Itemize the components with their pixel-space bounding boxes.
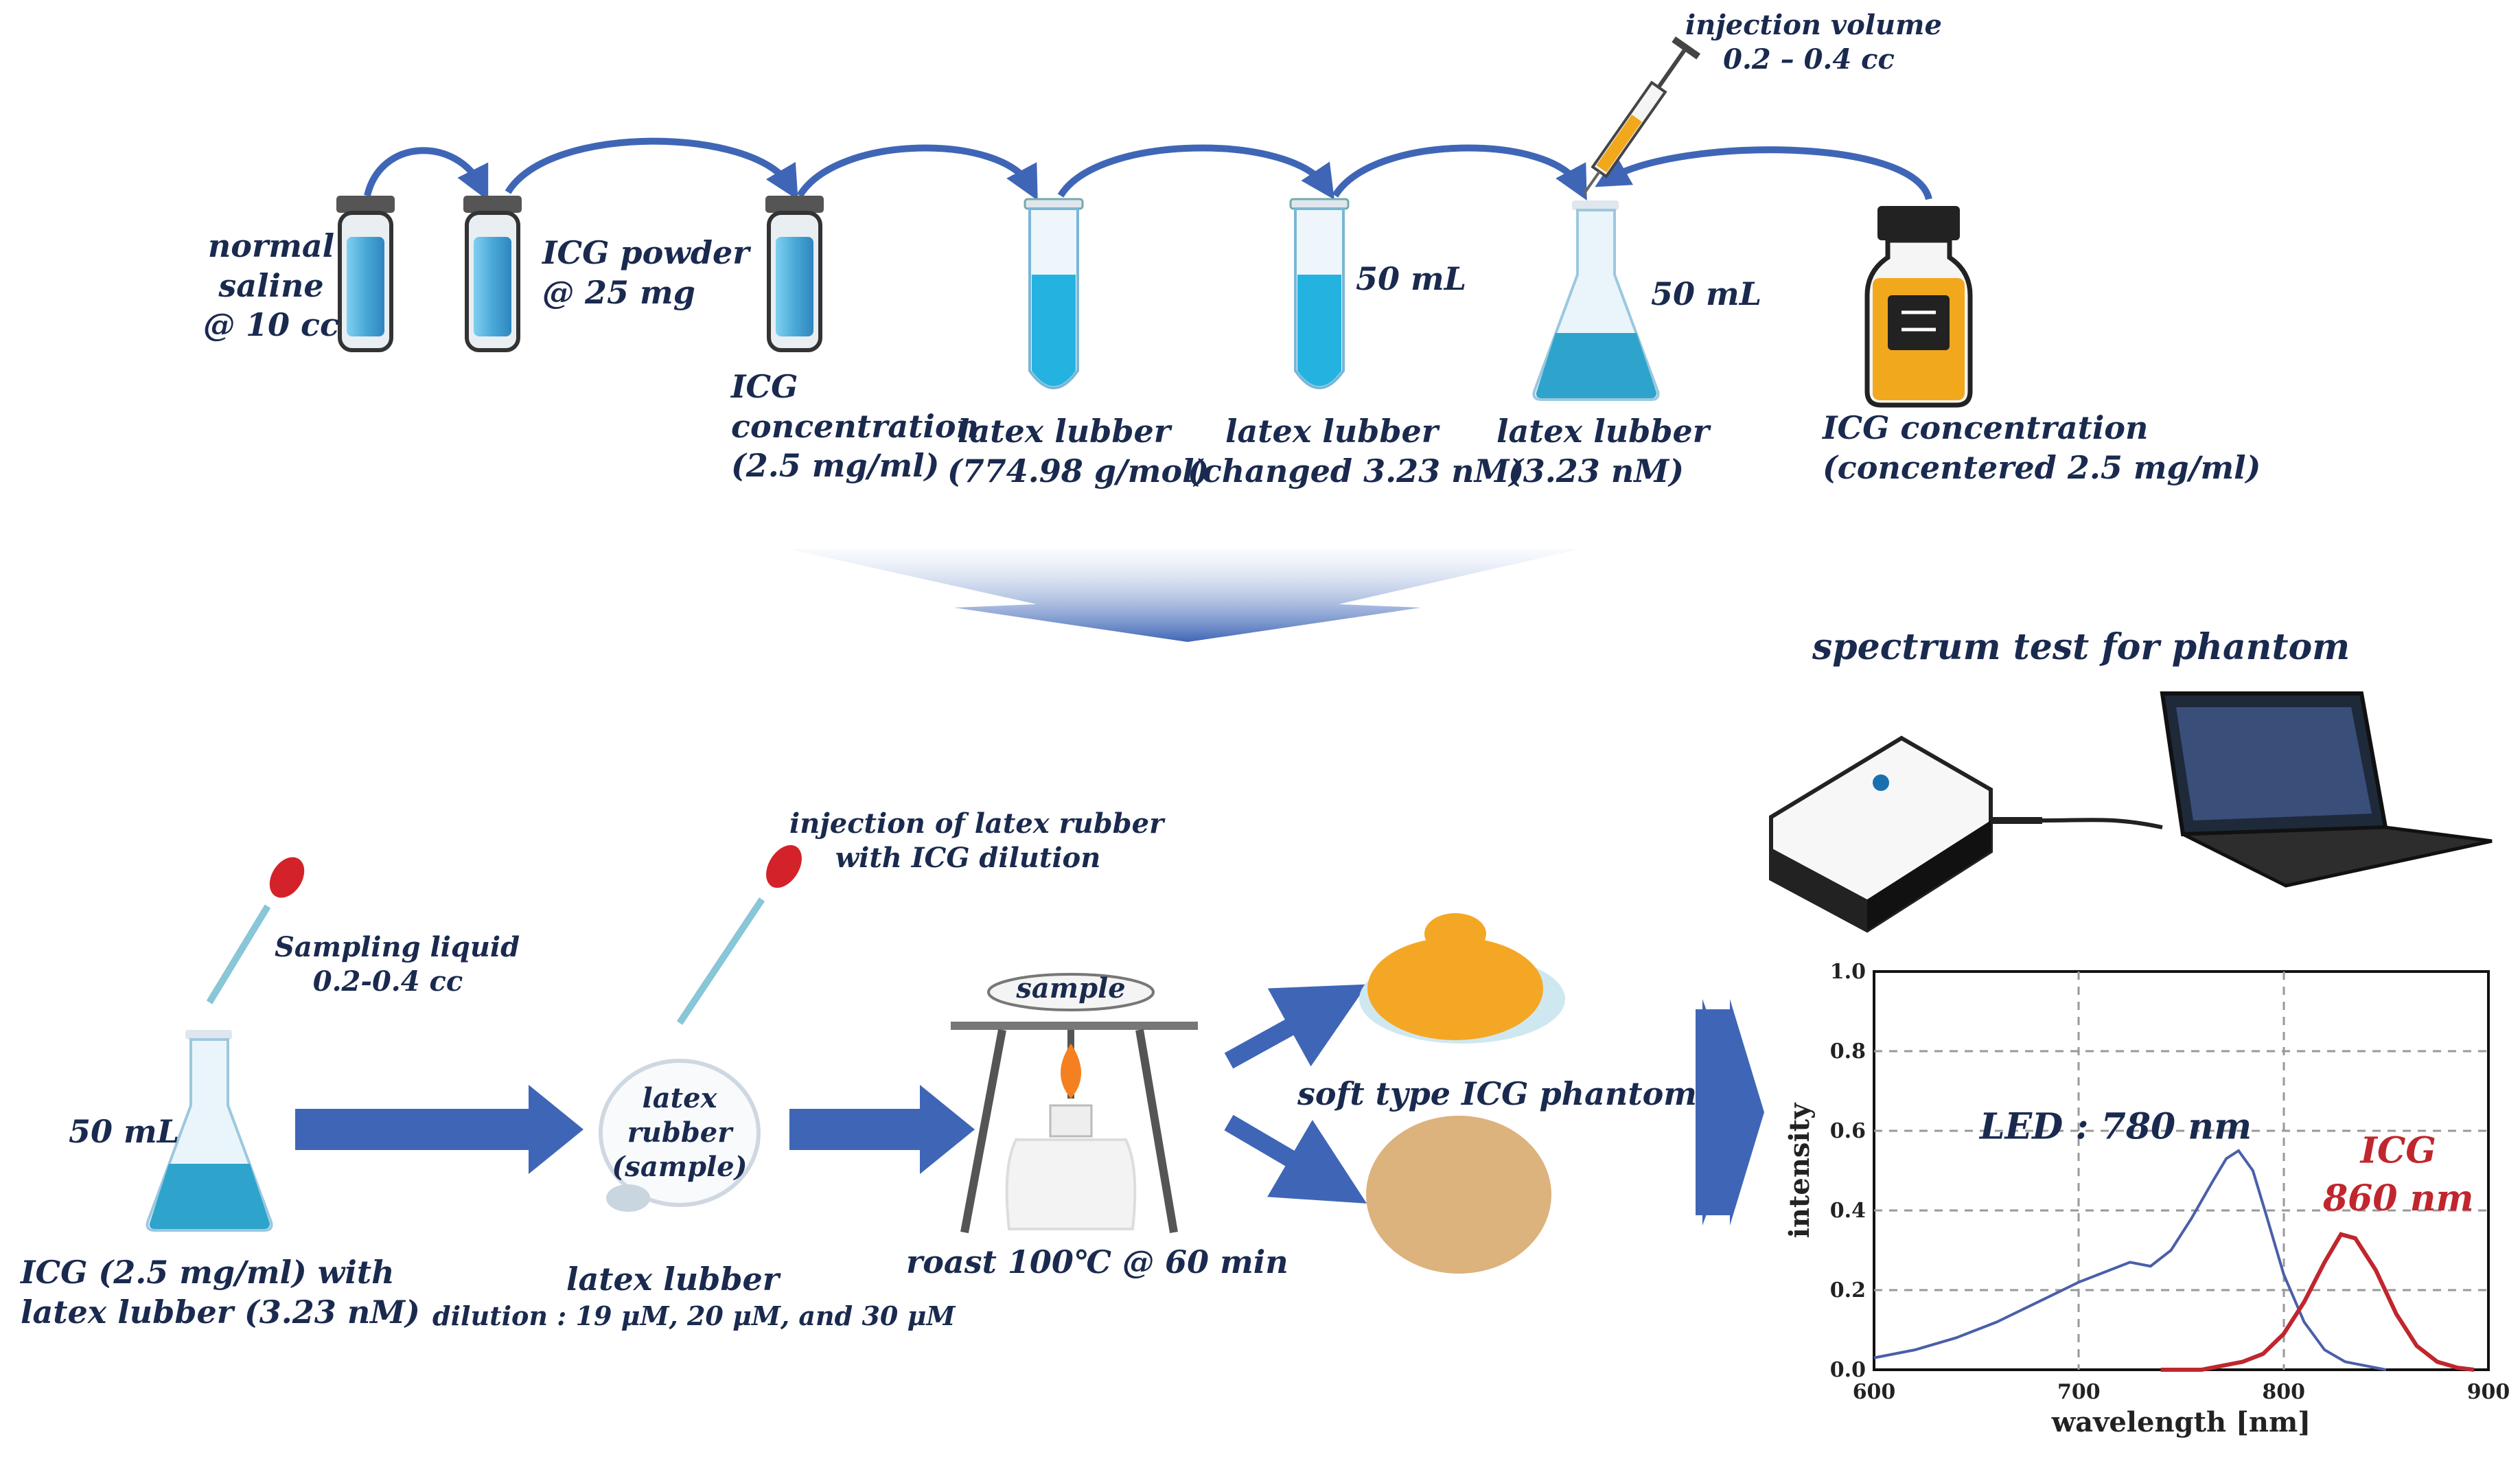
syringe-line1: injection volume bbox=[1685, 9, 1942, 41]
test-tube-2 bbox=[1289, 198, 1350, 389]
label-vial-saline: normal saline @ 10 cc bbox=[192, 227, 350, 345]
injection-line1: injection of latex rubber bbox=[789, 807, 1164, 840]
series-line-1 bbox=[2160, 1232, 2475, 1372]
tube1-line1: latex lubber bbox=[958, 413, 1170, 450]
label-icg-bottle: ICG concentration (concentered 2.5 mg/ml… bbox=[1823, 409, 2261, 487]
label-flask-top: latex lubber (3.23 nM) bbox=[1496, 412, 1709, 491]
vial-icg-conc-line2: concentration bbox=[731, 407, 979, 445]
flask-bottom-line2: latex lubber (3.23 nM) bbox=[21, 1293, 420, 1331]
label-syringe: injection volume 0.2 – 0.4 cc bbox=[1685, 8, 1942, 77]
phantom-bottom bbox=[1366, 1116, 1551, 1274]
flask-top-line1: latex lubber bbox=[1496, 413, 1709, 450]
x-axis-label: wavelength [nm] bbox=[2051, 1406, 2311, 1438]
vial-icg-conc-line3: (2.5 mg/ml) bbox=[731, 447, 940, 484]
top-flow-arrows bbox=[364, 137, 1932, 201]
y-tick-label-5: 1.0 bbox=[1830, 960, 1866, 984]
vial-icg-concentration bbox=[765, 196, 824, 352]
annotation-icg: ICG bbox=[2359, 1129, 2436, 1171]
flask-bottom-volume: 50 mL bbox=[69, 1113, 180, 1150]
label-injection: injection of latex rubber with ICG dilut… bbox=[789, 807, 1164, 875]
burner-stand bbox=[951, 973, 1198, 1234]
label-dilution: latex lubber dilution : 19 μM, 20 μM, an… bbox=[432, 1260, 956, 1332]
erlenmeyer-flask-top bbox=[1532, 200, 1660, 401]
tube2-line2: (changed 3.23 nM) bbox=[1188, 452, 1525, 490]
split-arrows bbox=[1224, 984, 1367, 1204]
label-roast: roast 100℃ @ 60 min bbox=[906, 1243, 1288, 1280]
vial-icg-powder-line1: ICG powder bbox=[542, 234, 750, 271]
annotation-led: LED : 780 nm bbox=[1978, 1106, 2252, 1148]
funnel-arrow bbox=[789, 549, 1579, 642]
vial-saline bbox=[336, 196, 395, 352]
chart-grid bbox=[1874, 972, 2488, 1370]
sampling-line1: Sampling liquid bbox=[275, 931, 520, 963]
tube2-line1: latex lubber bbox=[1225, 413, 1438, 450]
vial-saline-line1: normal bbox=[207, 227, 335, 264]
block-arrows bbox=[295, 999, 1764, 1226]
vial-saline-line2: saline bbox=[218, 266, 324, 304]
petri-dish bbox=[599, 1059, 761, 1212]
dropper-1 bbox=[206, 857, 305, 1004]
x-tick-label-0: 600 bbox=[1853, 1380, 1896, 1404]
chart-marks: 600 700 800 900 0.0 0.2 0.4 0.6 0.8 1.0 wavelength… bbox=[1783, 960, 2510, 1438]
annotation-icg-wavelength: 860 nm bbox=[2322, 1177, 2473, 1219]
syringe bbox=[1582, 36, 1701, 195]
dish-line2: rubber bbox=[627, 1116, 732, 1149]
label-vial-icg-concentration: ICG concentration (2.5 mg/ml) bbox=[731, 367, 979, 486]
dropper-2 bbox=[676, 845, 802, 1025]
spectrum-chart: 600 700 800 900 0.0 0.2 0.4 0.6 0.8 1.0 wavelength… bbox=[1783, 960, 2510, 1438]
spectrometer bbox=[1769, 735, 2163, 933]
test-tube-1 bbox=[1024, 198, 1084, 389]
y-tick-label-2: 0.4 bbox=[1830, 1199, 1866, 1223]
x-tick-label-3: 900 bbox=[2467, 1380, 2510, 1404]
laptop bbox=[2160, 691, 2493, 888]
vial-icg-powder-line2: @ 25 mg bbox=[542, 273, 695, 311]
tube2-volume: 50 mL bbox=[1356, 260, 1467, 297]
y-tick-label-3: 0.6 bbox=[1830, 1119, 1866, 1143]
series-line-0 bbox=[1873, 1149, 2387, 1371]
label-test-tube-1: latex lubber (774.98 g/mol) bbox=[947, 412, 1210, 491]
label-flask-bottom: ICG (2.5 mg/ml) with latex lubber (3.23 … bbox=[21, 1253, 420, 1332]
erlenmeyer-flask-bottom bbox=[146, 1030, 273, 1232]
bottle-line1: ICG concentration bbox=[1823, 409, 2149, 446]
vial-icg-conc-line1: ICG bbox=[731, 368, 798, 405]
sampling-line2: 0.2-0.4 cc bbox=[312, 965, 463, 998]
label-vial-icg-powder: ICG powder @ 25 mg bbox=[542, 233, 750, 312]
bottle-line2: (concentered 2.5 mg/ml) bbox=[1823, 448, 2261, 486]
flask-bottom-line1: ICG (2.5 mg/ml) with bbox=[21, 1254, 395, 1291]
dish-line3: (sample) bbox=[612, 1151, 748, 1183]
phantom-top bbox=[1359, 913, 1565, 1044]
flask-top-line2: (3.23 nM) bbox=[1508, 452, 1684, 490]
icg-bottle bbox=[1864, 206, 1973, 408]
dish-line1: latex bbox=[642, 1082, 717, 1114]
x-tick-label-1: 700 bbox=[2057, 1380, 2101, 1404]
label-sample: sample bbox=[1016, 972, 1126, 1004]
label-phantom: soft type ICG phantom bbox=[1297, 1075, 1697, 1112]
tube1-line2: (774.98 g/mol) bbox=[947, 452, 1210, 490]
label-dish: latex rubber (sample) bbox=[611, 1081, 748, 1184]
dilution-line2: dilution : 19 μM, 20 μM, and 30 μM bbox=[432, 1300, 956, 1331]
flask-top-volume: 50 mL bbox=[1651, 275, 1762, 312]
syringe-line2: 0.2 – 0.4 cc bbox=[1723, 43, 1895, 76]
label-test-tube-2: latex lubber (changed 3.23 nM) bbox=[1188, 412, 1525, 491]
injection-line2: with ICG dilution bbox=[835, 842, 1101, 874]
vial-icg-powder bbox=[463, 196, 522, 352]
y-axis-label: intensity bbox=[1783, 1102, 1816, 1238]
y-tick-label-4: 0.8 bbox=[1830, 1039, 1866, 1064]
label-sampling: Sampling liquid 0.2-0.4 cc bbox=[275, 930, 520, 999]
y-tick-label-1: 0.2 bbox=[1830, 1278, 1866, 1302]
vial-saline-line3: @ 10 cc bbox=[203, 306, 340, 343]
x-tick-label-2: 800 bbox=[2262, 1380, 2305, 1404]
dilution-line1: latex lubber bbox=[566, 1261, 779, 1298]
label-spectrum-title: spectrum test for phantom bbox=[1812, 626, 2350, 668]
y-tick-label-0: 0.0 bbox=[1830, 1358, 1866, 1382]
